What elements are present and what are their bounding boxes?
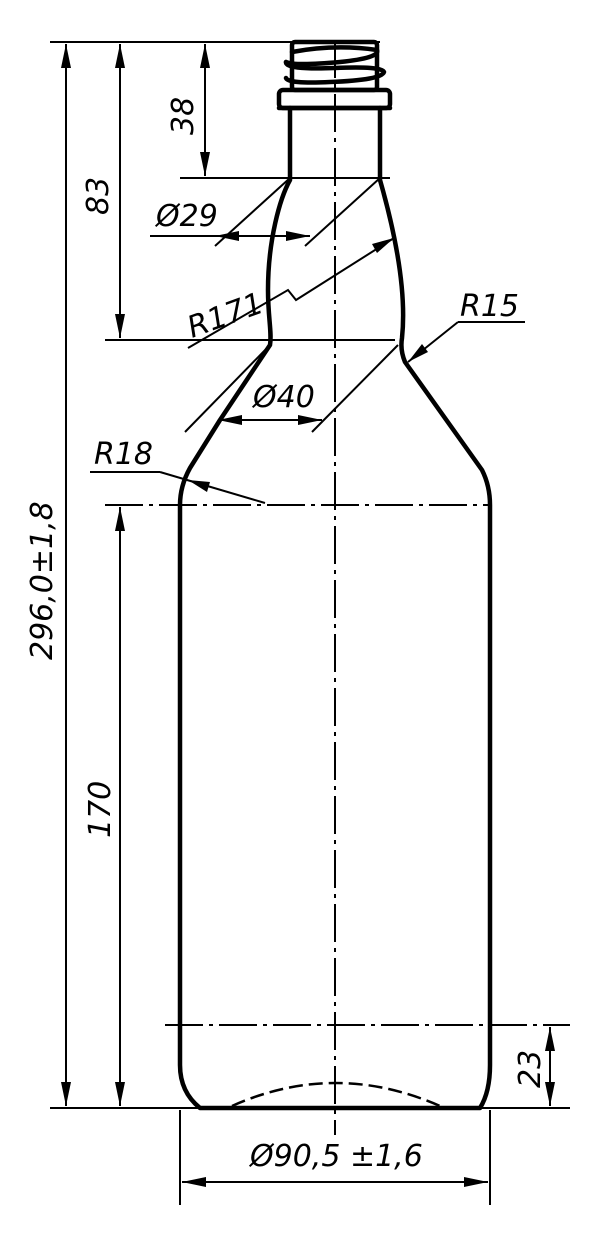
total-height-dimension: 296,0±1,8	[25, 44, 71, 1106]
body-diameter-label: Ø90,5 ±1,6	[248, 1139, 423, 1174]
total-height-label: 296,0±1,8	[25, 501, 60, 660]
shoulder-radius-leader: R15	[407, 289, 525, 363]
finish-height-label: 38	[166, 97, 201, 135]
finish-height-dimension: 38	[166, 44, 210, 176]
neck-diameter-label: Ø29	[154, 199, 218, 234]
thread-helix-2	[283, 59, 387, 85]
base-height-label: 23	[513, 1050, 548, 1088]
neck-height-dimension: 83	[81, 44, 125, 338]
neck-height-label: 83	[81, 177, 116, 215]
base-height-dimension: 23	[513, 1027, 555, 1106]
body-shoulder-radius-label: R18	[94, 437, 153, 472]
extension-lines	[50, 41, 570, 1205]
neck-diameter-dimension: Ø29	[150, 177, 381, 247]
body-diameter-dimension: Ø90,5 ±1,6	[182, 1139, 488, 1187]
thread-helix-1	[283, 45, 380, 67]
body-shoulder-radius-leader: R18	[94, 437, 266, 504]
body-height-label: 170	[83, 781, 118, 838]
neck-radius-leader: R171	[183, 237, 395, 349]
shoulder-radius-label: R15	[460, 289, 519, 324]
neck-radius-label: R171	[183, 286, 268, 346]
shoulder-diameter-label: Ø40	[251, 380, 315, 415]
shoulder-diameter-dimension: Ø40	[184, 344, 399, 433]
body-height-dimension: 170	[83, 507, 125, 1106]
